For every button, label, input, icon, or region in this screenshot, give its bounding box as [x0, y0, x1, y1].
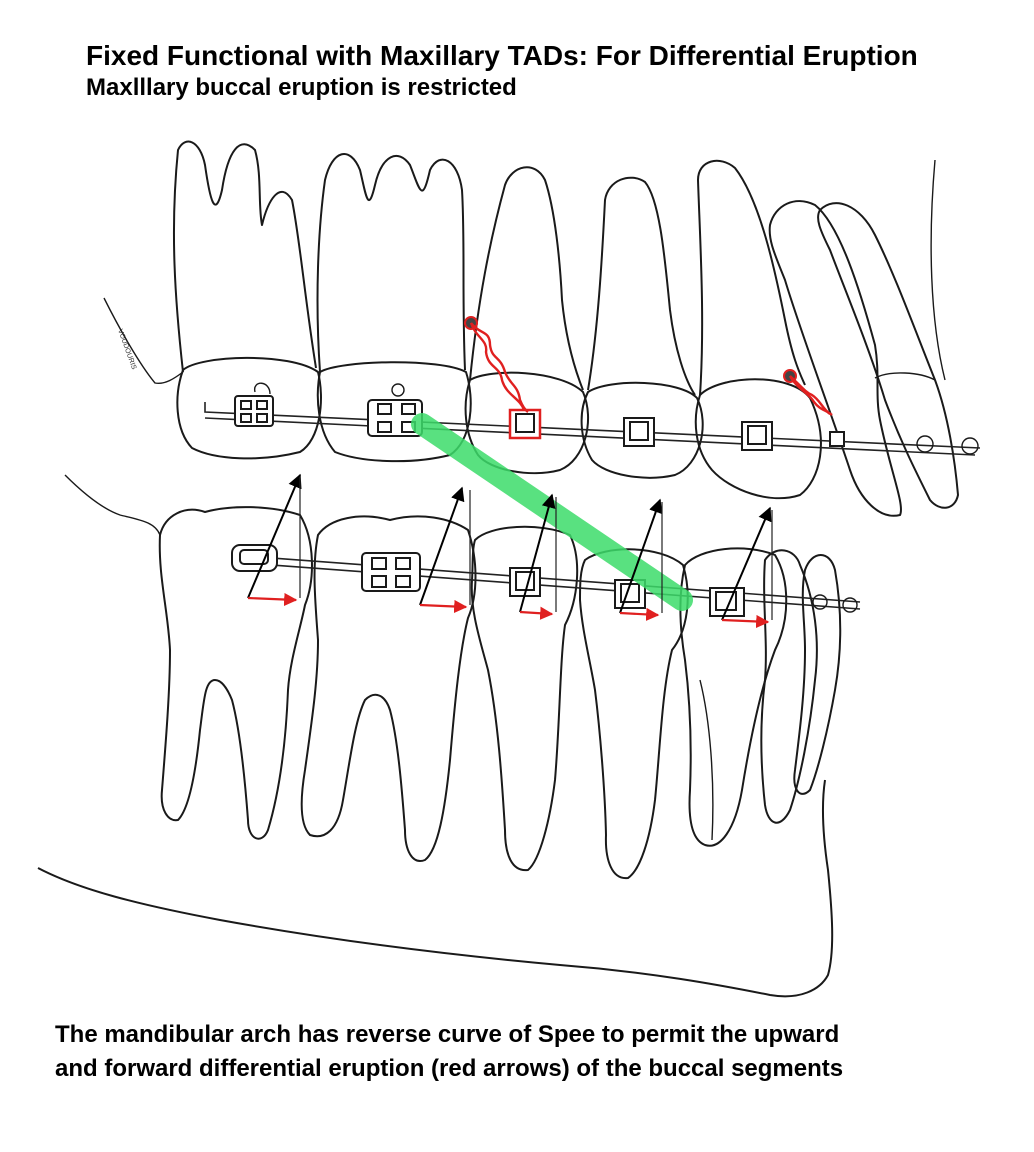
lower-archwire: [231, 554, 861, 603]
upper-bracket-wing: [377, 403, 392, 415]
artist-signature: VOUDOURIS: [116, 328, 137, 371]
eruption-vector-arrow: [419, 486, 465, 606]
upper-bracket-slot: [515, 413, 535, 433]
upper-archwire: [204, 402, 981, 449]
lower-bracket-molar-2: [361, 552, 421, 592]
lower-lateral-incisor: [760, 549, 818, 824]
upper-premolar-2: [587, 176, 696, 396]
maxillary-teeth: VOUDOURIS: [103, 140, 959, 517]
red-forward-arrow: [721, 614, 770, 629]
upper-bracket-slot: [629, 421, 649, 441]
upper-premolar-2-crown: [580, 381, 704, 479]
upper-brackets: [234, 382, 979, 455]
upper-molar-1-crown: [176, 356, 322, 460]
upper-bracket-wing: [240, 400, 252, 410]
upper-bracket-wing: [240, 413, 252, 423]
red-forward-arrow: [619, 607, 660, 621]
lower-bracket-tube: [239, 549, 269, 565]
lower-bracket-wing: [395, 575, 411, 588]
mandibular-teeth: [158, 506, 842, 880]
lower-brackets: [231, 544, 858, 617]
upper-bracket-wing: [401, 403, 416, 415]
lower-bracket-wing: [371, 557, 387, 570]
green-elastic: [411, 413, 693, 611]
lower-canine: [679, 547, 788, 847]
force-vectors: [247, 473, 773, 629]
lower-bracket-wing: [395, 557, 411, 570]
lower-bracket-incisor: [842, 597, 858, 613]
upper-molar-2: [316, 153, 466, 373]
upper-premolar-1-crown: [464, 371, 590, 475]
diagram-subtitle: Maxlllary buccal eruption is restricted: [86, 74, 517, 101]
diagram-title: Fixed Functional with Maxillary TADs: Fo…: [86, 40, 918, 71]
caption-line-2: and forward differential eruption (red a…: [55, 1055, 844, 1082]
upper-bracket-wing: [377, 421, 392, 433]
lower-premolar-2: [579, 548, 689, 880]
upper-premolar-1: [469, 166, 584, 391]
upper-bracket-wing: [256, 413, 268, 423]
lower-central-incisor: [793, 554, 842, 795]
upper-bracket-slot: [747, 425, 767, 445]
lower-bracket-wing: [371, 575, 387, 588]
red-forward-arrow: [419, 599, 468, 614]
upper-bracket-incisor: [916, 435, 934, 453]
lower-bracket-slot: [515, 571, 535, 591]
upper-canine-crown: [694, 378, 822, 500]
red-forward-arrow: [519, 606, 554, 620]
eruption-vector-arrow: [247, 473, 302, 599]
eruption-vector-arrow: [619, 498, 663, 614]
lower-molar-2: [300, 515, 477, 862]
upper-molar-1: [172, 140, 317, 373]
lower-premolar-1: [470, 525, 579, 872]
caption-line-1: The mandibular arch has reverse curve of…: [55, 1021, 840, 1048]
upper-central-incisor: [817, 202, 959, 509]
upper-bracket-incisor: [961, 437, 979, 455]
upper-canine: [697, 159, 806, 396]
mandible-outline: [37, 779, 834, 998]
tad-ligature-canine: [789, 375, 831, 415]
maxillary-tads: [464, 316, 833, 416]
eruption-vector-arrow: [519, 493, 556, 613]
eruption-vector-arrow: [721, 506, 772, 621]
lower-bracket-incisor: [812, 594, 828, 610]
red-forward-arrow: [247, 592, 298, 607]
upper-hook: [829, 431, 845, 447]
lower-molar-1: [158, 506, 313, 840]
upper-bracket-wing: [256, 400, 268, 410]
upper-lateral-incisor: [768, 200, 902, 517]
diagram-caption: The mandibular arch has reverse curve of…: [55, 1018, 1015, 1086]
